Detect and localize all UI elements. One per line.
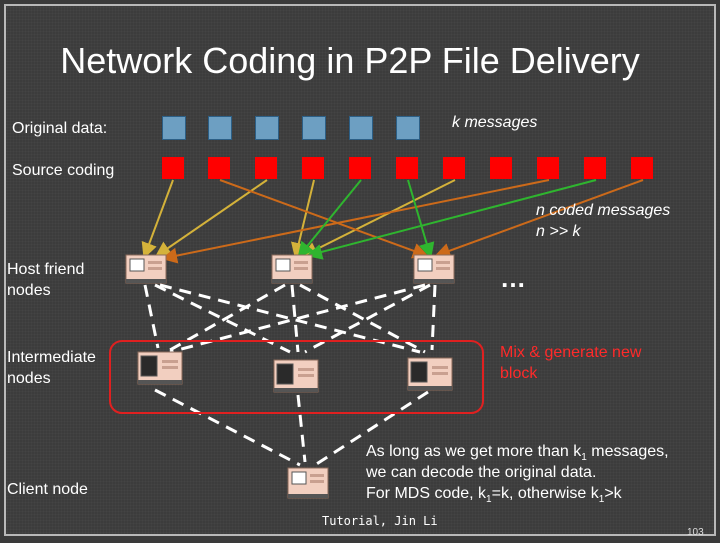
arrow-orange — [161, 179, 550, 264]
arrow-green — [306, 179, 597, 260]
note-line3-c: >k — [604, 485, 622, 502]
note-line1-a: As long as we get more than k — [366, 443, 582, 460]
note-line1: As long as we get more than k1 messages, — [366, 441, 669, 468]
computer-icon — [137, 351, 183, 385]
note-line3: For MDS code, k1=k, otherwise k1>k — [366, 483, 622, 510]
original-block — [208, 116, 232, 140]
arrow-green — [407, 179, 435, 259]
note-line3-sub1: 1 — [486, 494, 492, 506]
mix-label-line1: Mix & generate new — [500, 344, 642, 361]
computer-icon — [273, 359, 319, 393]
coded-block — [349, 157, 371, 179]
k-messages-label: k messages — [452, 114, 538, 131]
coded-block — [302, 157, 324, 179]
mix-label-line2: block — [500, 365, 538, 382]
arrow-yellow — [291, 179, 315, 259]
page-number: 103 — [687, 527, 704, 538]
original-block — [162, 116, 186, 140]
n-coded-label-line1: n coded messages — [536, 202, 671, 219]
computer-icon — [413, 254, 455, 284]
original-block — [349, 116, 373, 140]
intermediate-nodes-label-line2: nodes — [7, 370, 51, 387]
coded-block — [584, 157, 606, 179]
host-nodes-label-line1: Host friend — [7, 261, 85, 278]
coded-block — [490, 157, 512, 179]
coded-block — [162, 157, 184, 179]
arrow-yellow — [301, 179, 456, 257]
computer-icon — [407, 357, 453, 391]
original-block — [255, 116, 279, 140]
coded-block — [537, 157, 559, 179]
ellipsis: … — [500, 263, 526, 293]
n-coded-label-line2: n >> k — [536, 223, 581, 240]
coded-block — [443, 157, 465, 179]
computer-icon — [287, 467, 329, 499]
original-block — [302, 116, 326, 140]
note-line3-a: For MDS code, k — [366, 485, 487, 502]
computer-icon — [271, 254, 313, 284]
coded-block — [631, 157, 653, 179]
coded-block — [208, 157, 230, 179]
note-line3-b: =k, otherwise k — [491, 485, 599, 502]
arrow-orange — [434, 179, 644, 259]
coded-block — [396, 157, 418, 179]
original-block — [396, 116, 420, 140]
original-data-label: Original data: — [12, 120, 108, 137]
arrow-yellow — [141, 179, 174, 259]
coded-block — [255, 157, 277, 179]
client-node-label: Client node — [7, 481, 88, 498]
note-line1-b: messages, — [586, 443, 669, 460]
host-nodes-label-line2: nodes — [7, 282, 51, 299]
arrow-orange — [219, 179, 429, 259]
footer-text: Tutorial, Jin Li — [322, 514, 438, 528]
intermediate-highlight-box — [109, 340, 484, 414]
note-line2: we can decode the original data. — [366, 464, 597, 481]
computer-icon — [125, 254, 167, 284]
source-coding-label: Source coding — [12, 162, 115, 179]
arrow-yellow — [154, 179, 268, 258]
slide-title: Network Coding in P2P File Delivery — [60, 40, 640, 81]
note-line3-sub2: 1 — [598, 494, 605, 506]
slide-frame — [4, 4, 716, 536]
intermediate-nodes-label-line1: Intermediate — [7, 349, 96, 366]
note-line1-sub: 1 — [581, 452, 587, 464]
arrow-green — [297, 179, 362, 259]
